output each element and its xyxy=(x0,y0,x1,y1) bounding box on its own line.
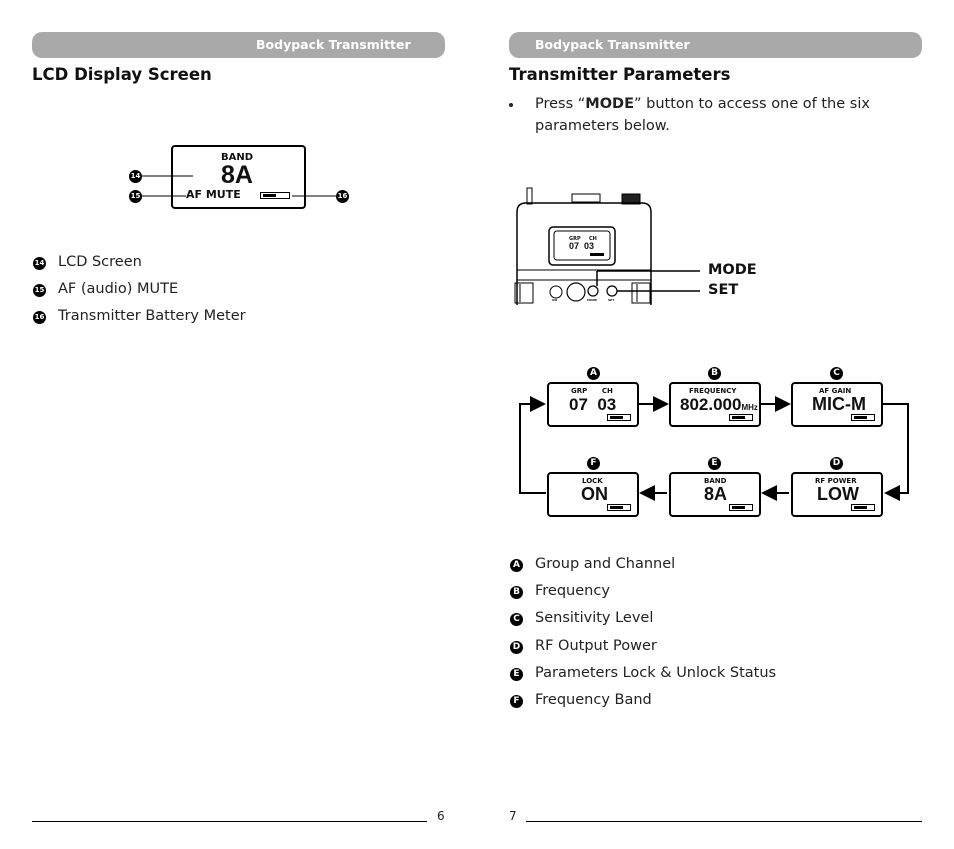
callout-14: 14 xyxy=(129,170,142,183)
cycle-b-battery xyxy=(729,414,753,421)
lcd-band-value: 8A xyxy=(221,161,253,189)
cycle-badge-b: B xyxy=(708,367,721,380)
legend-frequency-band: Frequency Band xyxy=(535,692,652,708)
device-ch-label: CH xyxy=(589,236,597,242)
lcd-display: BAND 8A AF MUTE xyxy=(171,145,306,209)
cycle-c-value: MIC-M xyxy=(812,394,866,414)
cycle-d-battery xyxy=(851,504,875,511)
cycle-c-top: AF GAIN xyxy=(819,387,852,395)
legend-badge-d: D xyxy=(510,641,523,654)
cycle-a-battery xyxy=(607,414,631,421)
left-header-text: Bodypack Transmitter xyxy=(256,37,411,52)
cycle-b-number: 802.000 xyxy=(680,395,742,414)
lcd-battery-meter xyxy=(260,192,290,199)
cycle-e-battery xyxy=(729,504,753,511)
cycle-a-top: GRP CH xyxy=(571,387,613,395)
device-grp-label: GRP xyxy=(569,236,581,242)
legend-rf-power: RF Output Power xyxy=(535,638,657,654)
cycle-c-battery xyxy=(851,414,875,421)
set-label: SET xyxy=(708,282,739,298)
cycle-badge-e: E xyxy=(708,457,721,470)
legend-badge-16: 16 xyxy=(33,311,46,324)
cycle-badge-f: F xyxy=(587,457,600,470)
cycle-badge-c: C xyxy=(830,367,843,380)
lcd-mute-label: AF MUTE xyxy=(186,188,241,201)
device-lcd-value: 07 03 xyxy=(569,241,595,251)
cycle-b-top: FREQUENCY xyxy=(689,387,737,395)
legend-lcd-screen: LCD Screen xyxy=(58,254,142,270)
legend-lock-status: Parameters Lock & Unlock Status xyxy=(535,665,777,681)
bullet-post: ” button to access one of the six xyxy=(634,96,870,112)
device-on-label: ON xyxy=(552,298,558,302)
callout-16: 16 xyxy=(336,190,349,203)
cycle-f-top: LOCK xyxy=(582,477,603,485)
legend-group-channel: Group and Channel xyxy=(535,556,676,572)
device-set-small-label: SET xyxy=(608,298,615,302)
cycle-e-top: BAND xyxy=(704,477,727,485)
legend-battery-meter: Transmitter Battery Meter xyxy=(58,308,246,324)
cycle-box-d: RF POWER LOW xyxy=(791,472,883,517)
left-header-bar xyxy=(32,32,445,58)
cycle-badge-d: D xyxy=(830,457,843,470)
legend-badge-b: B xyxy=(510,586,523,599)
lcd-band-label: BAND xyxy=(221,152,254,163)
cycle-f-battery xyxy=(607,504,631,511)
right-page-number: 7 xyxy=(509,809,517,823)
bullet-mode-bold: MODE xyxy=(585,96,634,112)
cycle-e-value: 8A xyxy=(704,484,728,504)
device-mode-small-label: MODE xyxy=(587,298,598,302)
left-page-number: 6 xyxy=(437,809,445,823)
cycle-a-value: 07 03 xyxy=(569,395,617,414)
legend-badge-14: 14 xyxy=(33,257,46,270)
bullet-line-2: parameters below. xyxy=(535,118,670,134)
cycle-box-a: GRP CH 07 03 xyxy=(547,382,639,427)
cycle-d-value: LOW xyxy=(817,484,859,504)
right-header-text: Bodypack Transmitter xyxy=(535,37,690,52)
right-header-bar xyxy=(509,32,922,58)
cycle-box-e: BAND 8A xyxy=(669,472,761,517)
cycle-box-c: AF GAIN MIC-M xyxy=(791,382,883,427)
right-footer-line xyxy=(526,821,922,822)
legend-badge-a: A xyxy=(510,559,523,572)
legend-af-mute: AF (audio) MUTE xyxy=(58,281,179,297)
legend-badge-15: 15 xyxy=(33,284,46,297)
bullet-pre: Press “ xyxy=(535,96,586,112)
cycle-badge-a: A xyxy=(587,367,600,380)
callout-15: 15 xyxy=(129,190,142,203)
cycle-b-value: 802.000MHz xyxy=(680,395,758,415)
cycle-b-unit: MHz xyxy=(741,403,758,412)
cycle-box-f: LOCK ON xyxy=(547,472,639,517)
legend-badge-f: F xyxy=(510,695,523,708)
left-footer-line xyxy=(32,821,427,822)
right-page-title: Transmitter Parameters xyxy=(509,65,731,84)
legend-badge-c: C xyxy=(510,613,523,626)
bullet-line-1: Press “MODE” button to access one of the… xyxy=(535,96,870,112)
cycle-d-top: RF POWER xyxy=(815,477,857,485)
left-page-title: LCD Display Screen xyxy=(32,65,212,84)
legend-sensitivity: Sensitivity Level xyxy=(535,610,654,626)
cycle-box-b: FREQUENCY 802.000MHz xyxy=(669,382,761,427)
legend-badge-e: E xyxy=(510,668,523,681)
mode-label: MODE xyxy=(708,262,757,278)
legend-frequency: Frequency xyxy=(535,583,610,599)
cycle-f-value: ON xyxy=(581,484,608,504)
bullet-dot xyxy=(509,103,513,107)
